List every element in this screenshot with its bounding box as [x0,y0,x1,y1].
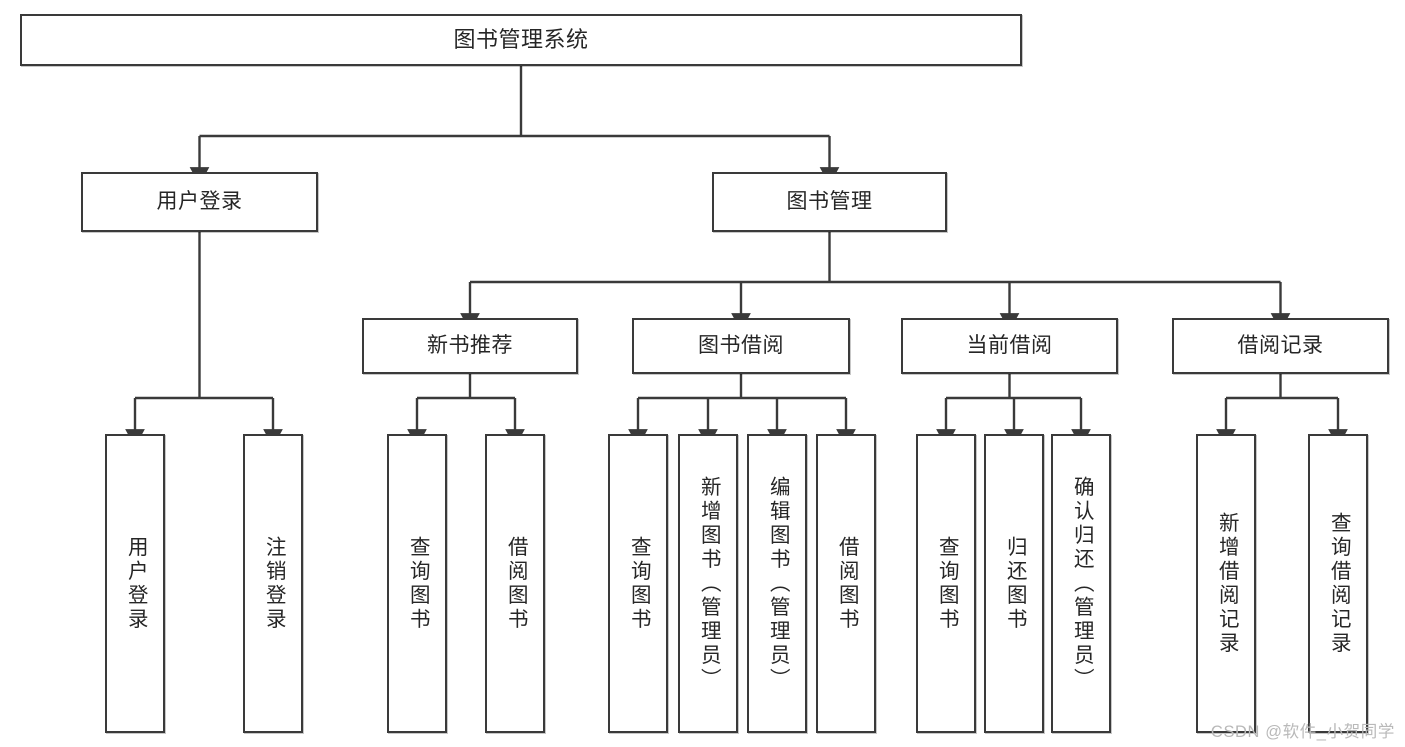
node-root[interactable]: 图书管理系统 [20,14,1022,66]
node-current-2[interactable]: 归还图书 [984,434,1044,733]
node-records-1[interactable]: 新增借阅记录 [1196,434,1256,733]
node-label-borrow-1: 查询图书 [627,535,651,632]
node-login-2[interactable]: 注销登录 [243,434,303,733]
node-label-newbook-1: 查询图书 [406,535,430,632]
node-login-1[interactable]: 用户登录 [105,434,165,733]
node-current-1[interactable]: 查询图书 [916,434,976,733]
node-label-current-2: 归还图书 [1003,535,1027,632]
node-label-bookmgmt: 图书管理 [786,189,873,213]
node-label-records: 借阅记录 [1237,333,1324,357]
node-label-newbook: 新书推荐 [427,333,513,357]
node-label-current: 当前借阅 [966,333,1053,357]
node-borrow-3[interactable]: 编辑图书（管理员） [747,434,807,733]
node-label-borrow-2: 新增图书（管理员） [697,475,721,692]
node-borrow[interactable]: 图书借阅 [632,318,850,374]
node-label-records-2: 查询借阅记录 [1327,511,1351,656]
node-label-login-1: 用户登录 [124,535,148,632]
node-records[interactable]: 借阅记录 [1172,318,1389,374]
node-label-current-3: 确认归还（管理员） [1070,475,1094,692]
node-newbook[interactable]: 新书推荐 [362,318,578,374]
node-current-3[interactable]: 确认归还（管理员） [1051,434,1111,733]
node-borrow-4[interactable]: 借阅图书 [816,434,876,733]
node-borrow-2[interactable]: 新增图书（管理员） [678,434,738,733]
node-records-2[interactable]: 查询借阅记录 [1308,434,1368,733]
node-label-borrow: 图书借阅 [698,333,784,357]
node-newbook-2[interactable]: 借阅图书 [485,434,545,733]
node-login[interactable]: 用户登录 [81,172,318,232]
node-label-borrow-3: 编辑图书（管理员） [766,475,790,692]
node-bookmgmt[interactable]: 图书管理 [712,172,947,232]
node-label-borrow-4: 借阅图书 [835,535,859,632]
node-label-root: 图书管理系统 [453,27,589,53]
node-newbook-1[interactable]: 查询图书 [387,434,447,733]
node-label-login: 用户登录 [156,189,243,213]
node-borrow-1[interactable]: 查询图书 [608,434,668,733]
node-current[interactable]: 当前借阅 [901,318,1118,374]
node-label-newbook-2: 借阅图书 [504,535,528,632]
node-label-login-2: 注销登录 [262,535,286,632]
node-label-current-1: 查询图书 [935,535,959,632]
node-label-records-1: 新增借阅记录 [1215,511,1239,656]
